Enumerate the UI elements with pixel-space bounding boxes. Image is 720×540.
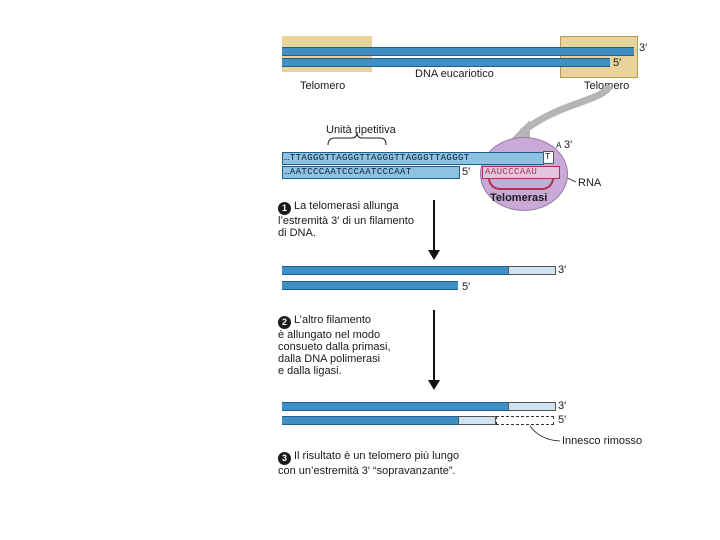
stage3-top-extension: [508, 402, 556, 411]
rna-loop: [488, 178, 554, 190]
top-strand-5prime: [282, 58, 610, 67]
stage3-3prime-label: 3′: [558, 400, 567, 412]
step-2-line-2: è allungato nel modo: [278, 329, 381, 341]
step-1-line-1: La telomerasi allunga: [294, 200, 399, 212]
top-5prime-label: 5′: [613, 57, 622, 69]
stage3-bottom-new-segment: [458, 416, 496, 425]
top-strand-3prime: [282, 47, 634, 56]
telomere-right-box: [560, 36, 638, 78]
removed-primer-gap: [496, 416, 554, 425]
stage2-top-strand: [282, 266, 508, 275]
zoom-bottom-sequence: …AATCCCAATCCCAATCCCAAT: [284, 167, 412, 177]
step-3-line-2: con un’estremità 3′ “sopravanzante”.: [278, 465, 456, 477]
zoom-top-sequence: …TTAGGGTTAGGGTTAGGGTTAGGGTTAGGGT: [284, 153, 470, 163]
step-3-number: 3: [278, 452, 291, 465]
step-2-line-5: e dalla ligasi.: [278, 365, 342, 377]
step-1-number: 1: [278, 202, 291, 215]
stage2-bottom-strand: [282, 281, 458, 290]
step-1-line-3: di DNA.: [278, 227, 316, 239]
step-3-line-1: Il risultato è un telomero più lungo: [294, 450, 460, 462]
new-nucleotide: T: [545, 152, 551, 162]
step-2-line-1: L’altro filamento: [294, 314, 372, 326]
telomerase-label: Telomerasi: [490, 192, 548, 204]
repeat-unit-label: Unità ripetitiva: [326, 124, 396, 136]
stage2-5prime-label: 5′: [462, 281, 471, 293]
zoom-3prime-label: 3′: [564, 139, 573, 151]
primer-removed-label: Innesco rimosso: [562, 435, 643, 447]
stage2-top-extension: [508, 266, 556, 275]
new-nucleotide-box: [543, 151, 554, 164]
rna-sequence: AAUCCCAAU: [485, 167, 538, 177]
step-2-line-4: dalla DNA polimerasi: [278, 353, 381, 365]
top-3prime-label: 3′: [639, 42, 648, 54]
step-2-line-3: consueto dalla primasi,: [278, 341, 391, 353]
zoom-bottom-strand: [282, 166, 460, 179]
telomere-left-label: Telomero: [300, 80, 346, 92]
zoom-5prime-label: 5′: [462, 166, 471, 178]
step-2-number: 2: [278, 316, 291, 329]
incoming-nucleotide: A: [556, 141, 562, 151]
stage3-top-strand: [282, 402, 508, 411]
rna-template: [482, 166, 560, 179]
stage3-bottom-strand: [282, 416, 458, 425]
rna-label: RNA: [578, 177, 602, 189]
stage2-3prime-label: 3′: [558, 264, 567, 276]
stage3-5prime-label: 5′: [558, 414, 567, 426]
step-1-line-2: l’estremità 3′ di un filamento: [278, 215, 414, 227]
dna-label: DNA eucariotico: [415, 68, 494, 80]
